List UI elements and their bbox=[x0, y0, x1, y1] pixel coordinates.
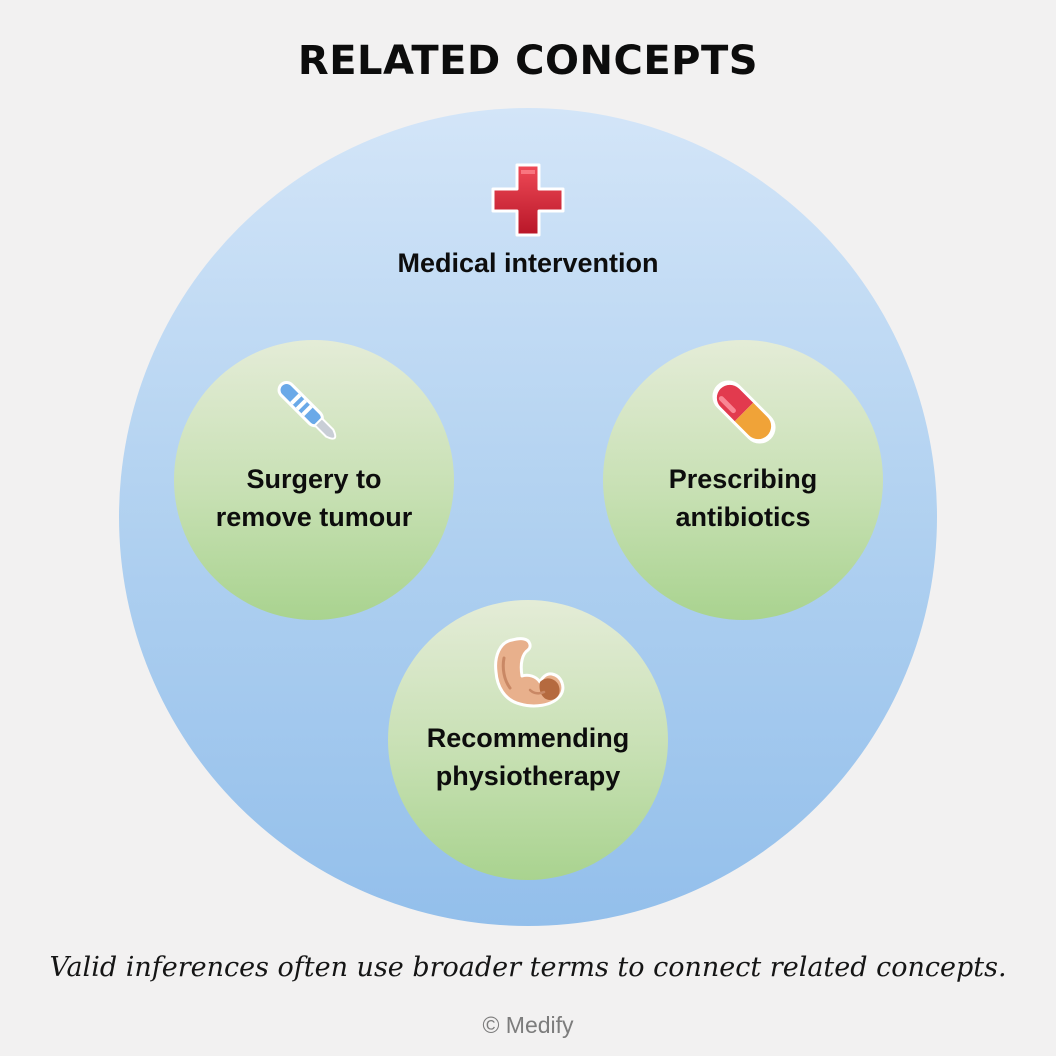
concept-label-surgery: Surgery to remove tumour bbox=[215, 464, 413, 532]
copyright-text: © Medify bbox=[482, 1012, 574, 1038]
diagram-title: RELATED CONCEPTS bbox=[297, 38, 759, 84]
scalpel-icon bbox=[277, 380, 337, 440]
red-cross-icon bbox=[491, 163, 565, 237]
pill-capsule-icon bbox=[712, 380, 776, 444]
concept-circle-surgery bbox=[174, 340, 454, 620]
flexed-arm-icon bbox=[494, 637, 565, 708]
broader-concept-label: Medical intervention bbox=[397, 248, 659, 278]
concept-circle-antibiotics bbox=[603, 340, 883, 620]
concept-label-physiotherapy: Recommending physiotherapy bbox=[426, 723, 630, 791]
concept-label-antibiotics: Prescribing antibiotics bbox=[668, 464, 818, 532]
caption-text: Valid inferences often use broader terms… bbox=[49, 952, 1007, 983]
